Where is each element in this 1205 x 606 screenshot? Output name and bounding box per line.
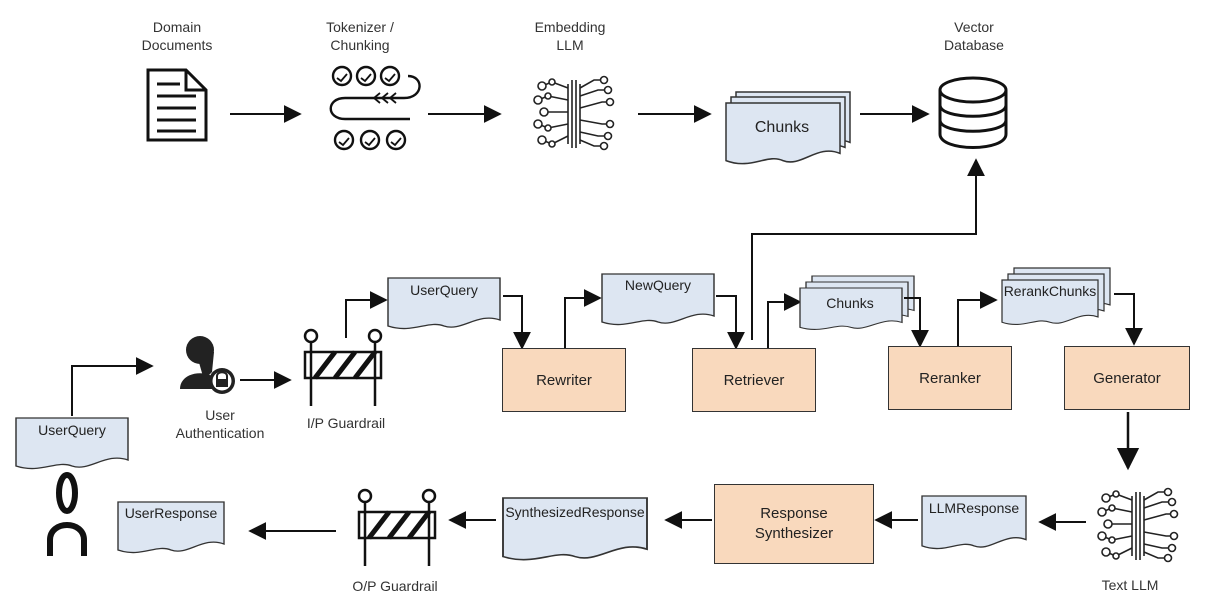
user-response-label: UserResponse bbox=[124, 505, 218, 521]
ip-guardrail-label: I/P Guardrail bbox=[306, 415, 386, 431]
user-query-mid-label: UserQuery bbox=[410, 282, 478, 298]
text-llm-label: Text LLM bbox=[1101, 577, 1159, 593]
text-llm-icon bbox=[1097, 487, 1179, 563]
llm-response-label: LLMResponse bbox=[928, 500, 1020, 516]
generator-box: Generator bbox=[1064, 346, 1190, 410]
rerank-chunks-label: RerankChunks bbox=[1003, 283, 1097, 299]
tokenizer-icon bbox=[329, 65, 421, 151]
reranker-box: Reranker bbox=[888, 346, 1012, 410]
chunks-top-label: Chunks bbox=[754, 119, 810, 136]
document-icon bbox=[146, 68, 208, 142]
tokenizer-label: Tokenizer /Chunking bbox=[326, 19, 394, 53]
user-person-icon bbox=[47, 472, 87, 556]
synthesized-response-label: SynthesizedResponse bbox=[505, 504, 645, 520]
embedding-llm-icon bbox=[533, 75, 615, 151]
output-guardrail-icon bbox=[359, 490, 435, 566]
input-guardrail-icon bbox=[305, 330, 381, 406]
retriever-box: Retriever bbox=[692, 348, 816, 412]
database-icon bbox=[938, 76, 1008, 149]
new-query-label: NewQuery bbox=[624, 277, 692, 293]
rewriter-box: Rewriter bbox=[502, 348, 626, 412]
op-guardrail-label: O/P Guardrail bbox=[352, 578, 438, 594]
user-lock-icon bbox=[180, 336, 235, 394]
user-query-left-label: UserQuery bbox=[38, 422, 106, 438]
chunks-mid-label: Chunks bbox=[826, 295, 874, 311]
